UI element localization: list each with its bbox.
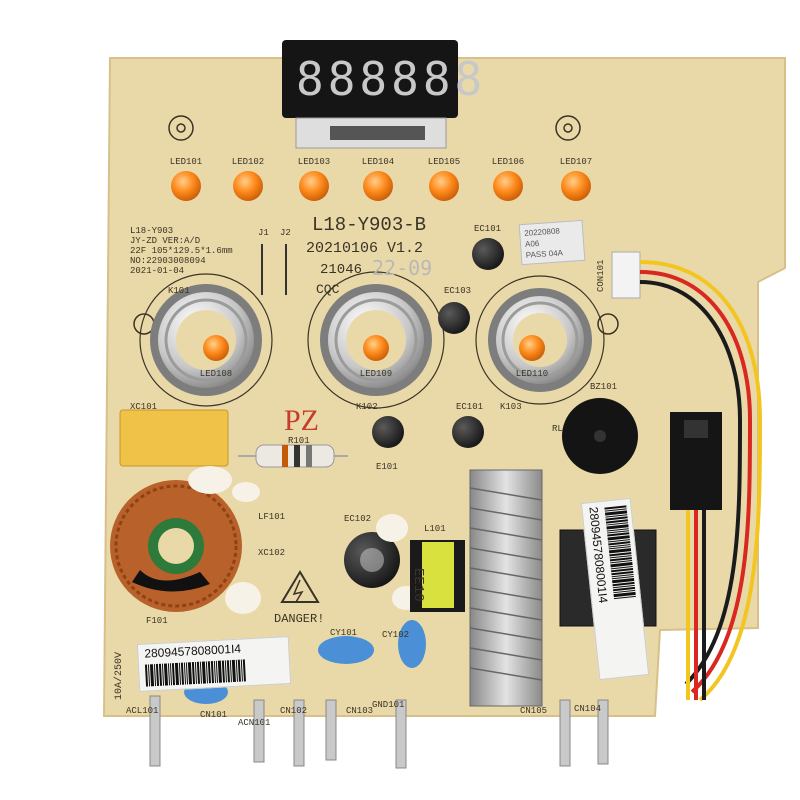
jumper-wires	[261, 244, 287, 295]
digit: 8	[359, 52, 387, 106]
digit: 8	[454, 52, 483, 106]
capacitor-ec103	[438, 302, 470, 334]
led-label: LED103	[298, 157, 330, 167]
component-label: K103	[500, 402, 522, 412]
led-label: LED108	[200, 369, 232, 379]
led-led103: LED103	[298, 157, 330, 201]
component-label: RL	[552, 424, 563, 434]
component-label: K101	[168, 286, 190, 296]
board-batch-handwritten: 22-09	[372, 256, 433, 280]
led-label: LED109	[360, 369, 392, 379]
component-label: XC101	[130, 402, 158, 412]
component-label: EC101	[456, 402, 484, 412]
component-label: CY101	[330, 628, 358, 638]
board-batch: 21046	[320, 262, 363, 278]
led-led105: LED105	[428, 157, 460, 201]
led-label: LED105	[428, 157, 460, 167]
glue-blobs	[188, 466, 420, 614]
buzzer-bz101	[562, 398, 638, 474]
component-label: BZ101	[590, 382, 618, 392]
y-capacitor-cy101	[318, 636, 374, 664]
heatsink	[469, 469, 543, 707]
component-label: EC103	[444, 286, 472, 296]
component-label: K102	[356, 402, 378, 412]
inspection-sticker: 20220808 A06 PASS 04A	[518, 219, 586, 266]
component-label: CN103	[346, 706, 374, 716]
wire-harness-lower	[686, 508, 706, 700]
wire-plug-latch	[684, 420, 708, 438]
component-label: R101	[288, 436, 310, 446]
connector-con101	[611, 251, 641, 299]
spec-line: 22F 105*129.5*1.6mm	[130, 246, 233, 256]
capacitor-ec101-mid	[452, 416, 484, 448]
spec-line: JY-ZD VER:A/D	[130, 236, 201, 246]
led-label: LED101	[170, 157, 202, 167]
led-label: LED107	[560, 157, 592, 167]
board-date-version: 20210106 V1.2	[306, 240, 424, 257]
y-capacitor-cy102	[398, 620, 426, 668]
board-cqc: CQC	[316, 282, 340, 297]
component-label: GND101	[372, 700, 405, 710]
transformer-label: EE10	[410, 568, 426, 602]
barcode-bars	[144, 659, 246, 687]
spec-line: NO:22903008094	[130, 256, 206, 266]
danger-label: DANGER!	[274, 612, 325, 626]
capacitor-e101	[372, 416, 404, 448]
led-led107: LED107	[560, 157, 592, 201]
toroid-inductor-lf101	[110, 480, 242, 612]
component-label: ACN101	[238, 718, 271, 728]
component-label: CN105	[520, 706, 548, 716]
digit: 8	[327, 52, 356, 106]
digit: 8	[391, 52, 419, 106]
component-label: CON101	[596, 259, 606, 292]
component-label: CN104	[574, 704, 602, 714]
seven-segment-display	[282, 40, 458, 149]
component-label: L101	[424, 524, 446, 534]
capacitor-ec102	[344, 532, 400, 588]
led-led109: LED109	[360, 335, 392, 379]
resistor-r101	[238, 444, 348, 468]
spec-line: 2021-01-04	[130, 266, 185, 276]
transformer-ee10	[410, 540, 465, 612]
digit: 8	[296, 52, 324, 106]
component-label: CN102	[280, 706, 308, 716]
capacitor-xc101	[119, 409, 229, 467]
component-label: CN101	[200, 710, 228, 720]
led-label: LED104	[362, 157, 394, 167]
wire-harness	[639, 260, 763, 702]
component-label: EC101	[474, 224, 502, 234]
barcode-label-bottom: 2809457808001I4	[136, 636, 292, 692]
sticker-line: PASS 04A	[525, 248, 564, 260]
led-led108: LED108	[200, 335, 232, 379]
stamp-pz: PZ	[284, 404, 320, 437]
board-model: L18-Y903-B	[312, 214, 427, 236]
led-led102: LED102	[232, 157, 264, 201]
component-label: J2	[280, 228, 291, 238]
spec-block: L18-Y903 JY-ZD VER:A/D 22F 105*129.5*1.6…	[130, 226, 233, 276]
component-label: CY102	[382, 630, 410, 640]
component-label: J1	[258, 228, 269, 238]
capacitor-ec101-top	[472, 238, 504, 270]
component-label: EC102	[344, 514, 372, 524]
fuse-rating: 10A/250V	[114, 651, 125, 700]
component-label: ACL101	[126, 706, 159, 716]
digit: 8	[422, 52, 451, 106]
component-label: F101	[146, 616, 168, 626]
component-label: LF101	[258, 512, 286, 522]
display-digits: 8 8 8 8 8 8	[296, 50, 482, 108]
led-led104: LED104	[362, 157, 394, 201]
led-led101: LED101	[170, 157, 202, 201]
danger-symbol	[280, 570, 320, 603]
led-label: LED102	[232, 157, 264, 167]
connector-pins	[149, 695, 609, 769]
component-label: E101	[376, 462, 398, 472]
component-label: XC102	[258, 548, 286, 558]
led-label: LED106	[492, 157, 524, 167]
led-led110: LED110	[516, 335, 548, 379]
led-label: LED110	[516, 369, 548, 379]
spec-line: L18-Y903	[130, 226, 174, 236]
led-led106: LED106	[492, 157, 524, 201]
